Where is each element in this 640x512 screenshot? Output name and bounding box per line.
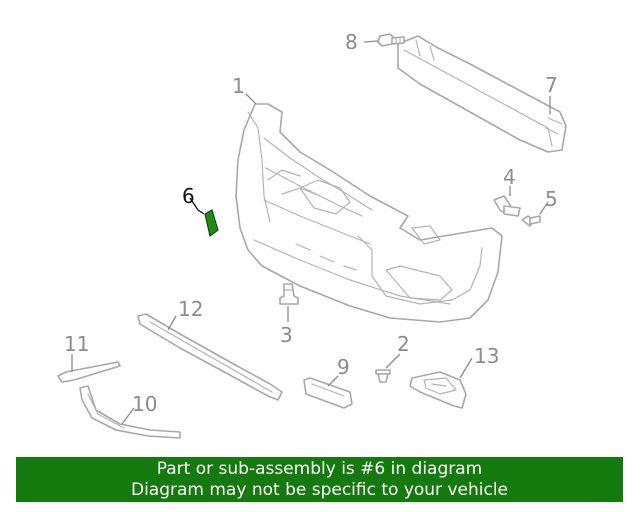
callout-5: 5: [545, 187, 558, 211]
bolt-part: [377, 33, 405, 47]
leader-lines: [71, 40, 551, 425]
callout-6: 6: [182, 184, 195, 208]
banner-line-disclaimer: Diagram may not be specific to your vehi…: [130, 480, 508, 500]
callout-3: 3: [280, 323, 293, 347]
screw-part-5: [521, 215, 541, 227]
retainer-part-3: [279, 283, 299, 305]
bumper-cover-part: [235, 103, 503, 323]
banner-line-part-number: Part or sub-assembly is #6 in diagram: [156, 459, 483, 479]
highlighted-part-6: [204, 209, 219, 238]
callout-4: 4: [503, 165, 516, 189]
bracket-part-9: [303, 377, 353, 409]
callout-2: 2: [397, 332, 410, 356]
lower-lip-part-10: [79, 385, 181, 439]
callout-9: 9: [337, 355, 350, 379]
clip-part-4: [493, 195, 521, 217]
fog-lamp-bezel-part-13: [409, 371, 467, 409]
callout-1: 1: [232, 74, 245, 98]
callout-10: 10: [132, 392, 157, 416]
callout-12: 12: [178, 297, 203, 321]
callout-13: 13: [474, 344, 499, 368]
lower-molding-part-12: [137, 313, 283, 401]
callout-7: 7: [545, 73, 558, 97]
trim-part-11: [57, 361, 121, 383]
parts-diagram: 1 2 3 4 5 6 7 8 9 10 11 12 13: [57, 30, 567, 439]
callout-8: 8: [345, 30, 358, 54]
callout-11: 11: [64, 332, 89, 356]
push-clip-part-2: [375, 369, 391, 383]
reinforcement-beam-part: [397, 35, 567, 153]
part-info-banner: Part or sub-assembly is #6 in diagram Di…: [16, 457, 623, 502]
